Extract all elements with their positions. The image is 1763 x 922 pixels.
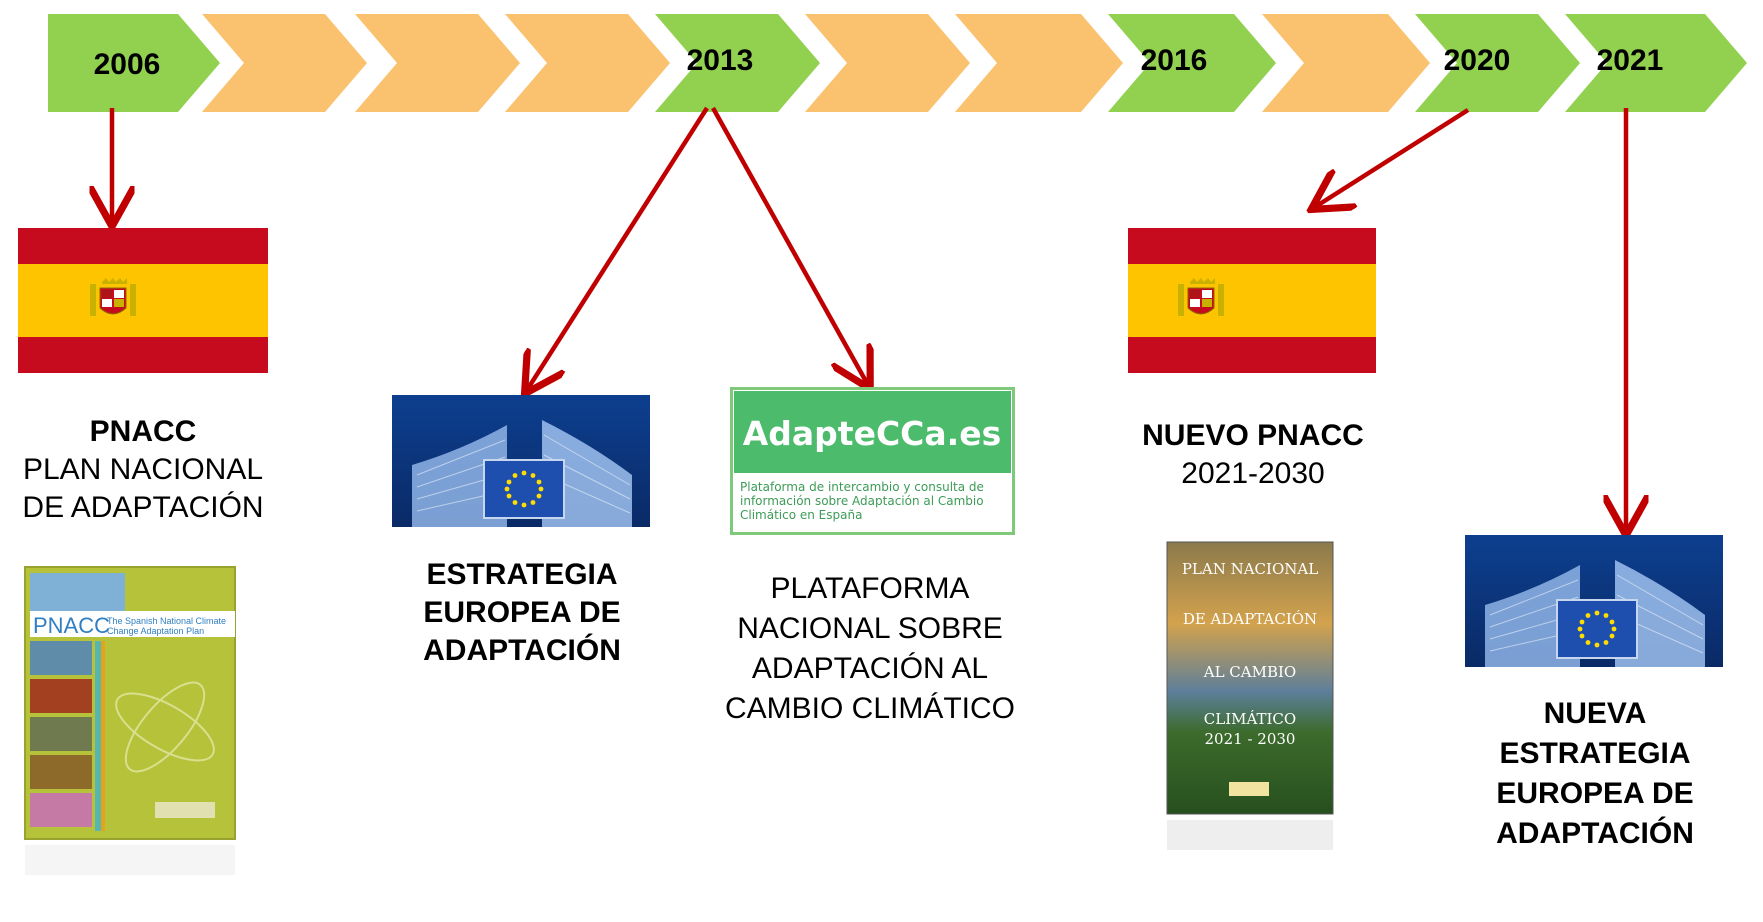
coat-of-arms-icon xyxy=(90,278,136,316)
timeline-chevron-milestone xyxy=(1415,14,1580,112)
connector-arrows xyxy=(112,106,1626,531)
timeline-chevron-milestone xyxy=(655,14,820,112)
year-2016: 2016 xyxy=(1141,44,1208,77)
spain-flag-2020 xyxy=(1128,228,1376,373)
year-2006: 2006 xyxy=(94,48,161,81)
pnacc-cover-title: PNACC xyxy=(33,613,110,638)
estrategia-label: ESTRATEGIA EUROPEA DE ADAPTACIÓN xyxy=(380,556,664,670)
nuevo-pnacc-line-1: 2021-2030 xyxy=(1181,457,1325,490)
pnacc-cover-image: PNACC The Spanish National Climate Chang… xyxy=(24,566,236,875)
pnacc-cover-sub-1: The Spanish National Climate xyxy=(107,616,226,626)
nuevo-cover-line-3: AL CAMBIO xyxy=(1203,663,1296,681)
eu-stars-icon xyxy=(1577,610,1617,648)
estrategia-line-2: EUROPEA DE xyxy=(423,596,621,629)
timeline-chevrons xyxy=(48,14,1747,112)
nuevo-pnacc-label: NUEVO PNACC 2021-2030 xyxy=(1110,417,1396,493)
arrow-2013-plataforma xyxy=(711,106,868,385)
adaptecca-desc-1: Plataforma de intercambio y consulta de xyxy=(740,480,984,494)
nueva-estrategia-line-3: EUROPEA DE xyxy=(1496,777,1694,810)
pnacc-label: PNACC PLAN NACIONAL DE ADAPTACIÓN xyxy=(0,413,286,527)
plataforma-line-4: CAMBIO CLIMÁTICO xyxy=(724,692,1016,725)
year-2020: 2020 xyxy=(1444,44,1511,77)
timeline-chevron-gap xyxy=(1262,14,1430,112)
timeline-chevron-milestone xyxy=(48,14,220,112)
estrategia-line-1: ESTRATEGIA xyxy=(426,558,618,591)
timeline-chevron-gap xyxy=(202,14,367,112)
ec-building-image-2021 xyxy=(1465,535,1723,667)
pnacc-cover-sub-2: Change Adaptation Plan xyxy=(107,626,204,636)
nuevo-cover-line-4: CLIMÁTICO xyxy=(1204,710,1296,728)
timeline-chevron-gap xyxy=(355,14,520,112)
nueva-estrategia-line-2: ESTRATEGIA xyxy=(1499,737,1691,770)
adaptecca-logo: AdapteCCa.es Plataforma de intercambio y… xyxy=(730,387,1015,535)
adaptecca-name: AdapteCCa.es xyxy=(743,414,1001,453)
timeline-chevron-milestone xyxy=(1108,14,1276,112)
timeline-chevron-gap xyxy=(805,14,970,112)
year-2021: 2021 xyxy=(1597,44,1664,77)
adaptecca-desc-3: Climático en España xyxy=(740,508,862,522)
pnacc-title: PNACC xyxy=(89,415,197,448)
adaptecca-desc-2: información sobre Adaptación al Cambio xyxy=(740,494,984,508)
year-2013: 2013 xyxy=(687,44,754,77)
plataforma-label: PLATAFORMA NACIONAL SOBRE ADAPTACIÓN AL … xyxy=(695,569,1045,729)
arrow-2013-estrategia xyxy=(527,106,709,390)
arrow-2020-nuevo-pnacc xyxy=(1315,108,1470,207)
pnacc-line-1: PLAN NACIONAL xyxy=(22,453,264,486)
nuevo-cover-line-1: PLAN NACIONAL xyxy=(1182,560,1318,578)
nuevo-pnacc-title: NUEVO PNACC xyxy=(1142,419,1364,452)
coat-of-arms-icon xyxy=(1178,278,1224,316)
timeline-chevron-gap xyxy=(955,14,1123,112)
ec-building-image-2013 xyxy=(392,395,650,527)
timeline-chevron-milestone xyxy=(1565,14,1747,112)
nueva-estrategia-label: NUEVA ESTRATEGIA EUROPEA DE ADAPTACIÓN xyxy=(1450,694,1740,854)
timeline-chevron-gap xyxy=(505,14,670,112)
pnacc-line-2: DE ADAPTACIÓN xyxy=(22,491,264,524)
plataforma-line-2: NACIONAL SOBRE xyxy=(737,612,1003,645)
eu-stars-icon xyxy=(504,470,544,508)
timeline-years: 2006 2013 2016 2020 2021 xyxy=(94,44,1664,81)
nuevo-cover-line-5: 2021 - 2030 xyxy=(1205,730,1296,748)
nueva-estrategia-line-4: ADAPTACIÓN xyxy=(1496,817,1694,850)
plataforma-line-3: ADAPTACIÓN AL xyxy=(751,652,989,685)
nueva-estrategia-line-1: NUEVA xyxy=(1543,697,1647,730)
nuevo-cover-line-2: DE ADAPTACIÓN xyxy=(1183,610,1317,628)
spain-flag-2006 xyxy=(18,228,268,373)
estrategia-line-3: ADAPTACIÓN xyxy=(423,634,621,667)
plataforma-line-1: PLATAFORMA xyxy=(770,572,970,605)
nuevo-pnacc-cover-image: PLAN NACIONAL DE ADAPTACIÓN AL CAMBIO CL… xyxy=(1166,541,1334,850)
